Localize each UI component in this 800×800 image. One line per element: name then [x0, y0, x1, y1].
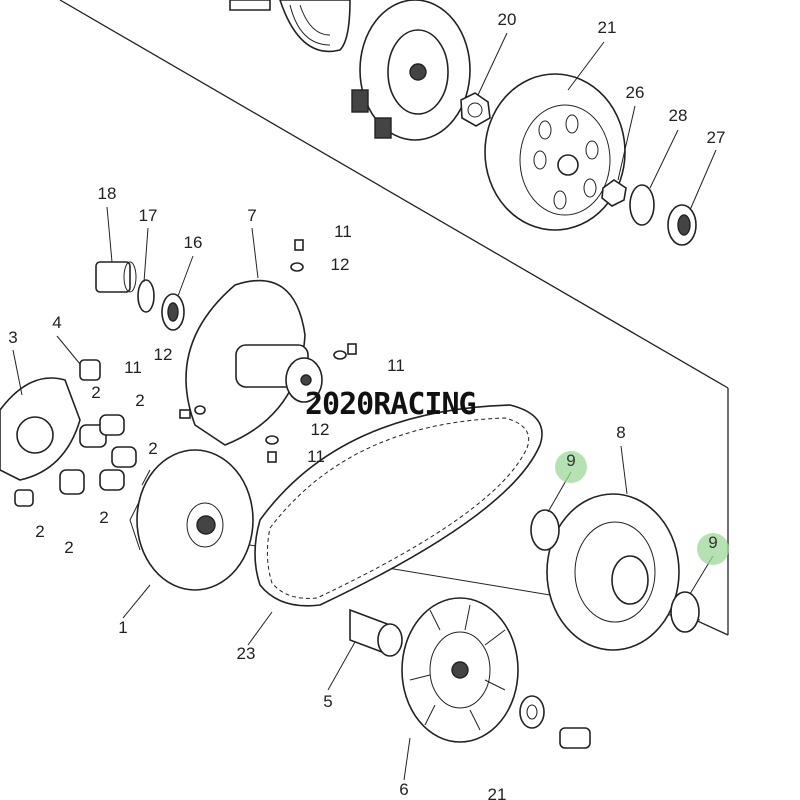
- clutch-assembly: [229, 0, 471, 141]
- drive-belt: [254, 404, 543, 607]
- callout-c12c: 12: [311, 420, 330, 439]
- callout-c23: 23: [237, 644, 256, 663]
- callout-c8: 8: [616, 423, 625, 442]
- callout-c11a: 11: [334, 222, 352, 241]
- collar-5: [349, 608, 403, 657]
- callout-c4: 4: [52, 313, 61, 332]
- fan-pulley: [401, 597, 591, 749]
- callout-c2e: 2: [35, 522, 44, 541]
- highlight-marker-9b: [697, 533, 729, 565]
- variator-rollers: [0, 359, 137, 507]
- callout-c2d: 2: [99, 508, 108, 527]
- callout-c21b: 21: [488, 785, 507, 800]
- callout-c27: 27: [707, 128, 726, 147]
- callout-c6: 6: [399, 780, 408, 799]
- watermark-text: 2020RACING: [305, 387, 476, 422]
- callout-c7: 7: [247, 206, 256, 225]
- highlight-markers: [555, 451, 729, 565]
- pins-bolts: [179, 239, 357, 463]
- highlight-marker-9a: [555, 451, 587, 483]
- callout-c9b: 9: [708, 533, 717, 552]
- callout-c1: 1: [118, 618, 127, 637]
- callout-c11d: 11: [307, 447, 325, 466]
- callout-c11c: 11: [124, 358, 142, 377]
- callout-c20: 20: [498, 10, 517, 29]
- small-parts-right: [601, 179, 697, 246]
- callout-c11b: 11: [387, 356, 405, 375]
- callout-c2a: 2: [91, 383, 100, 402]
- secondary-sheave: [530, 493, 700, 651]
- callout-c3: 3: [8, 328, 17, 347]
- movable-sheave: [129, 449, 254, 591]
- callout-c17: 17: [139, 206, 158, 225]
- callout-c2b: 2: [135, 391, 144, 410]
- callout-c12a: 12: [331, 255, 350, 274]
- callout-c21a: 21: [598, 18, 617, 37]
- callout-c2f: 2: [64, 538, 73, 557]
- callout-c5: 5: [323, 692, 332, 711]
- callout-c18: 18: [98, 184, 117, 203]
- callout-c16: 16: [184, 233, 203, 252]
- callout-c12b: 12: [154, 345, 173, 364]
- drive-plate: [185, 279, 323, 446]
- callout-c26: 26: [626, 83, 645, 102]
- callout-c9a: 9: [566, 451, 575, 470]
- clutch-housing: [484, 73, 626, 231]
- callout-c28: 28: [669, 106, 688, 125]
- nut-20: [460, 92, 491, 127]
- callout-c2c: 2: [148, 439, 157, 458]
- bearings-left: [95, 261, 185, 331]
